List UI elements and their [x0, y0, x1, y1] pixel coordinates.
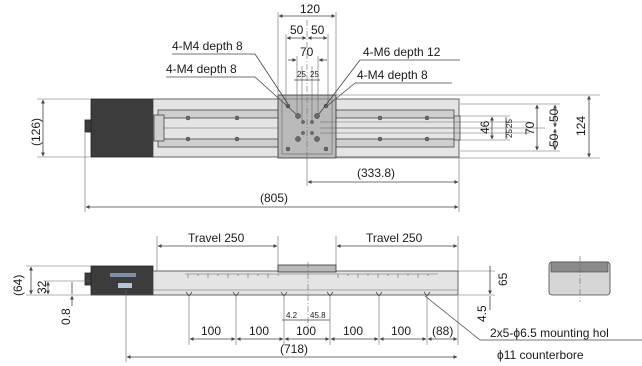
- motor-block: [90, 98, 154, 158]
- dim-88: (88): [432, 324, 453, 338]
- dim-100-5: 100: [391, 324, 411, 338]
- dim-25-a: 25: [297, 70, 306, 79]
- dim-45-8: 45.8: [310, 311, 326, 320]
- dim-805: (805): [260, 191, 288, 205]
- dim-50-b: 50: [547, 133, 561, 147]
- dim-100-3: 100: [296, 324, 316, 338]
- body-hole: [234, 115, 240, 121]
- dim-50-a: 50: [547, 108, 561, 122]
- motor-side-connector: [84, 272, 92, 286]
- dim-718: (718): [280, 342, 308, 356]
- motor-side: [90, 265, 154, 296]
- dim-25-b: 25: [310, 70, 319, 79]
- travel-right-label: Travel 250: [366, 231, 423, 245]
- body-hole: [185, 136, 191, 142]
- motor-vent-dots: [110, 273, 136, 288]
- end-cap-left: [153, 114, 165, 142]
- motor-connector: [84, 119, 92, 133]
- note-mounting-holes: 2x5-ϕ6.5 mounting hol: [490, 326, 609, 340]
- dim-126: (126): [29, 118, 43, 146]
- dim-70-side: 70: [523, 121, 537, 135]
- table-hole: [314, 113, 320, 119]
- body-hole: [234, 136, 240, 142]
- table-hole: [295, 113, 301, 119]
- body-hole: [377, 115, 383, 121]
- dim-64: (64): [11, 275, 25, 296]
- body-hole: [377, 136, 383, 142]
- body-hole: [424, 136, 430, 142]
- table-hole: [295, 136, 301, 142]
- dim-100-2: 100: [249, 324, 269, 338]
- dim-65: 65: [496, 272, 510, 286]
- callout-m4-depth8-b: 4-M4 depth 8: [166, 62, 237, 76]
- table-hole: [310, 120, 314, 124]
- dim-124: 124: [574, 116, 588, 136]
- table-side: [277, 264, 337, 273]
- dim-120: 120: [300, 2, 320, 16]
- dim-0-8: 0.8: [59, 308, 73, 325]
- table-hole: [285, 146, 291, 152]
- travel-left-label: Travel 250: [188, 231, 245, 245]
- body-hole: [185, 115, 191, 121]
- dim-50-right: 50: [311, 23, 325, 37]
- table-hole: [301, 131, 305, 135]
- callout-m4-depth8-c: 4-M4 depth 8: [357, 68, 428, 82]
- side-view: Travel 250 Travel 250: [11, 231, 642, 362]
- dim-25-d: 25: [505, 129, 514, 138]
- callout-m6-depth12: 4-M6 depth 12: [363, 45, 441, 59]
- dim-50-left: 50: [290, 23, 304, 37]
- dim-46: 46: [478, 120, 492, 134]
- table-hole: [323, 103, 329, 109]
- note-counterbore: ϕ11 counterbore: [497, 348, 584, 362]
- dim-100-1: 100: [201, 324, 221, 338]
- scale-ticks: [187, 274, 429, 278]
- top-view: 120 50 50 70 25 25 4-M4 depth 8 4-M4 dep…: [29, 2, 600, 212]
- dim-32: 32: [35, 280, 49, 294]
- table-hole: [323, 146, 329, 152]
- table-hole: [314, 136, 320, 142]
- table-hole: [301, 120, 305, 124]
- end-view-top: [550, 261, 609, 273]
- body-hole: [424, 115, 430, 121]
- dim-100-4: 100: [343, 324, 363, 338]
- stage-body-side: [152, 270, 459, 296]
- dim-4-2: 4.2: [286, 311, 298, 320]
- dim-333-8: (333.8): [357, 166, 395, 180]
- dim-25-c: 25: [505, 119, 514, 128]
- callout-m4-depth8-a: 4-M4 depth 8: [172, 39, 243, 53]
- table-hole: [310, 131, 314, 135]
- dim-4-5: 4.5: [475, 305, 489, 322]
- dim-70-top: 70: [300, 45, 314, 59]
